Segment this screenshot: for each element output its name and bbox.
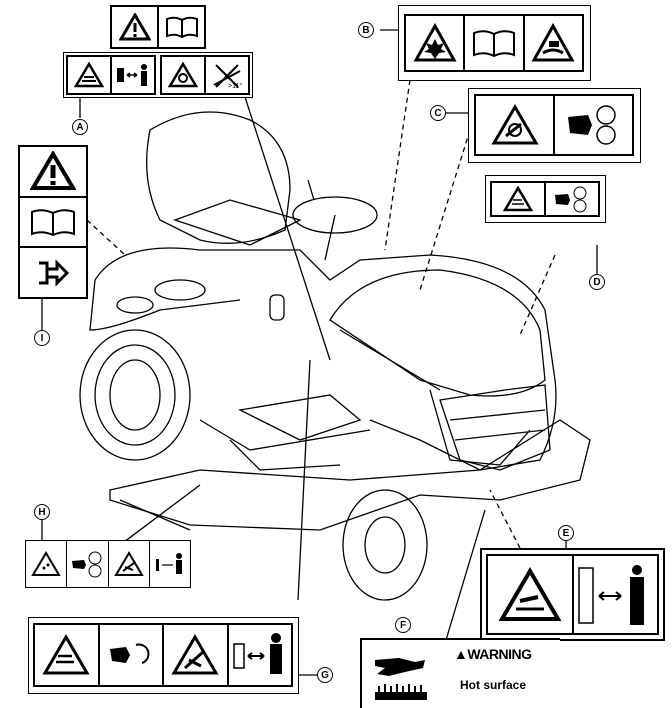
leader-c2	[419, 129, 471, 291]
callout-b: B	[358, 22, 374, 38]
label-d-frame	[485, 175, 606, 223]
callout-h: H	[34, 504, 50, 520]
label-a-group: >11°	[63, 52, 253, 98]
leader-g	[297, 359, 311, 601]
warning-title: WARNING	[467, 646, 532, 662]
warning-icon	[20, 147, 86, 198]
no-slope-icon: >11°	[206, 57, 248, 93]
keep-distance-icon	[112, 57, 154, 93]
leader-a2	[244, 96, 331, 361]
warning-heading: ▲WARNING	[454, 646, 532, 662]
label-b-frame	[398, 5, 591, 81]
callout-c: C	[430, 105, 446, 121]
manual-icon	[465, 16, 525, 70]
keep-distance-icon	[229, 625, 292, 685]
label-g-frame	[28, 617, 299, 694]
manual-icon	[159, 7, 204, 47]
hand-blade-icon	[100, 625, 164, 685]
label-d	[490, 181, 600, 217]
callout-f: F	[395, 617, 411, 633]
label-a1	[66, 55, 156, 95]
callout-g: G	[317, 667, 333, 683]
tip-over-warning-icon	[162, 57, 206, 93]
label-warning-manual-top	[110, 5, 206, 49]
label-a2: >11°	[160, 55, 250, 95]
hot-surface-warning-icon	[488, 556, 574, 633]
warning-triangle-icon: ▲	[454, 646, 468, 662]
exit-icon	[20, 248, 86, 297]
label-h	[25, 540, 191, 588]
belt-entanglement-warning-icon	[476, 96, 555, 154]
keep-distance-icon	[574, 556, 658, 633]
leader-d2	[519, 254, 556, 336]
label-i	[18, 145, 88, 299]
label-c	[474, 94, 634, 156]
leader-f	[439, 509, 486, 661]
svg-text:>11°: >11°	[228, 82, 242, 89]
thrown-objects-warning-icon	[35, 625, 100, 685]
runover-warning-icon	[68, 57, 112, 93]
callout-i: I	[34, 330, 50, 346]
hand-pinch-icon	[555, 96, 632, 154]
callout-d: D	[589, 274, 605, 290]
explosion-warning-icon	[406, 16, 466, 70]
hand-pinch-icon	[546, 183, 598, 215]
foot-blade-warning-icon	[109, 541, 150, 587]
battery-acid-warning-icon	[525, 16, 582, 70]
label-f: ▲WARNING Hot surface	[360, 638, 560, 708]
manual-icon	[20, 198, 86, 249]
label-b	[404, 14, 584, 72]
thrown-objects-warning-icon	[26, 541, 68, 587]
label-c-frame	[468, 88, 641, 163]
foot-blade-warning-icon	[164, 625, 229, 685]
callout-e: E	[558, 525, 574, 541]
hot-surface-hand-icon	[369, 648, 433, 702]
warning-text: Hot surface	[460, 678, 527, 692]
label-e-frame	[480, 548, 665, 641]
callout-a: A	[72, 119, 88, 135]
label-g	[33, 623, 293, 687]
keep-distance-icon	[150, 541, 190, 587]
leader-i	[86, 219, 126, 256]
leader-b2	[384, 79, 411, 251]
pinch-warning-icon	[492, 183, 546, 215]
warning-icon	[112, 7, 159, 47]
label-e	[486, 554, 659, 635]
hand-blade-icon	[67, 541, 109, 587]
